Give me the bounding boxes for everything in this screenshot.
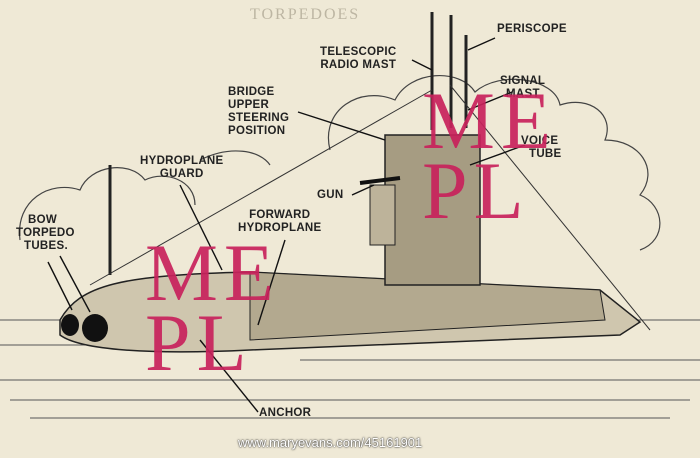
label-forward-hydroplane: FORWARD HYDROPLANE: [238, 209, 322, 235]
label-voice-tube: VOICE TUBE: [521, 135, 562, 161]
label-line: TUBES.: [24, 240, 68, 252]
label-gun: GUN: [317, 189, 344, 201]
label-anchor: ANCHOR: [259, 407, 312, 419]
label-line: MAST: [506, 88, 540, 100]
label-line: HYDROPLANE: [140, 155, 224, 167]
watermark-top-line1: ME: [422, 75, 557, 166]
label-line: STEERING: [228, 112, 290, 124]
rigging: [89, 84, 651, 331]
hull: [59, 134, 642, 353]
masts: [108, 12, 468, 275]
image-credit: www.maryevans.com/45161901: [238, 435, 423, 450]
label-line: SIGNAL: [500, 75, 546, 87]
label-line: FORWARD: [249, 209, 311, 221]
label-line: POSITION: [228, 125, 286, 137]
pointer-lines: [47, 37, 526, 413]
label-telescopic-radio-mast: TELESCOPIC RADIO MAST: [320, 46, 396, 72]
label-signal-mast: SIGNAL MAST: [500, 75, 545, 101]
label-line: VOICE: [521, 135, 559, 147]
label-bridge-steering-position: BRIDGE UPPER STEERING POSITION: [228, 86, 289, 138]
label-bow-torpedo-tubes: BOW TORPEDO TUBES.: [16, 214, 75, 253]
page-heading: TORPEDOES: [250, 6, 361, 23]
watermark-bottom-line1: ME: [145, 227, 280, 318]
label-line: BRIDGE: [228, 86, 275, 98]
label-hydroplane-guard: HYDROPLANE GUARD: [140, 155, 224, 181]
label-periscope: PERISCOPE: [497, 23, 567, 35]
watermark-top-line2: PL: [422, 145, 530, 236]
clouds: [18, 74, 661, 251]
watermark-bottom-line2: PL: [145, 297, 253, 388]
label-line: TUBE: [529, 148, 562, 160]
label-line: GUARD: [159, 168, 204, 180]
label-line: BOW: [28, 214, 58, 226]
label-line: UPPER: [228, 99, 270, 111]
label-line: HYDROPLANE: [238, 222, 322, 234]
label-line: RADIO MAST: [320, 59, 397, 71]
label-line: TORPEDO: [16, 227, 75, 239]
label-line: TELESCOPIC: [320, 46, 397, 58]
